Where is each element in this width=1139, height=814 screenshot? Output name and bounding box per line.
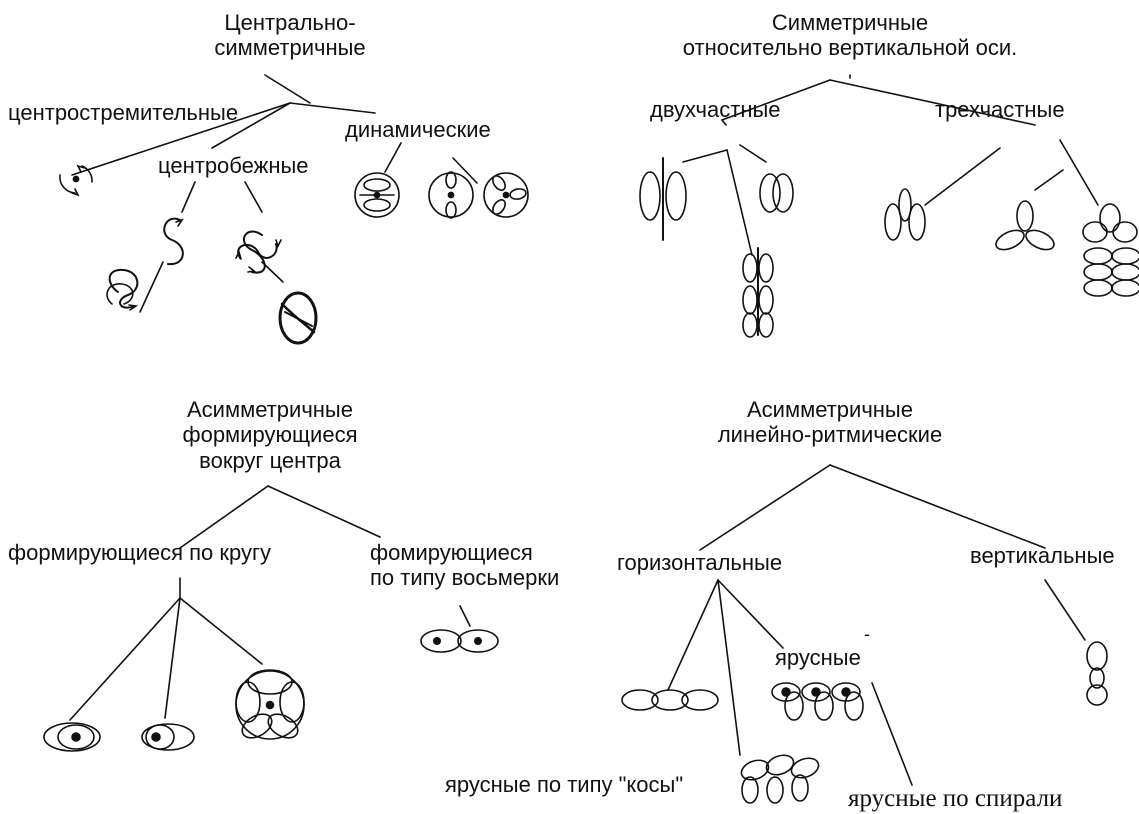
tiered-mark: - bbox=[864, 624, 870, 645]
circle-formed-rosette-motif-icon bbox=[236, 670, 304, 743]
central-title-line1: Центрально- bbox=[180, 10, 400, 35]
asym-center-tree-lines bbox=[70, 486, 470, 720]
circle-formed-oval-motif-1-icon bbox=[44, 723, 100, 751]
figure-eight-motif-icon bbox=[421, 630, 498, 652]
asym-center-title-line2: формирующиеся bbox=[160, 422, 380, 447]
vertical-label: вертикальные bbox=[970, 543, 1115, 568]
central-title: Центрально- симметричные bbox=[180, 10, 400, 61]
centripetal-motif-icon bbox=[60, 166, 92, 195]
centrifugal-s-motif-icon bbox=[164, 219, 183, 265]
spiral-tiered-label: ярусные по спирали bbox=[848, 785, 1062, 814]
centrifugal-label: центробежные bbox=[158, 153, 309, 178]
braid-tiered-label: ярусные по типу "косы" bbox=[445, 772, 683, 797]
asym-center-title-line1: Асимметричные bbox=[160, 397, 380, 422]
circle-formed-oval-motif-2-icon bbox=[142, 724, 194, 750]
vertical-axis-title-line1: Симметричные bbox=[650, 10, 1050, 35]
central-title-line2: симметричные bbox=[180, 35, 400, 60]
three-part-cluster-motif-icon bbox=[1083, 204, 1139, 296]
three-part-trefoil-motif-icon bbox=[993, 201, 1057, 254]
braid-tiered-motif-icon bbox=[739, 752, 821, 803]
horizontal-label: горизонтальные bbox=[617, 550, 782, 575]
figure-eight-label-line1: фомирующиеся bbox=[370, 540, 559, 565]
figure-eight-label: фомирующиеся по типу восьмерки bbox=[370, 540, 559, 591]
asym-center-title: Асимметричные формирующиеся вокруг центр… bbox=[160, 397, 380, 473]
two-part-stacked-motif-icon bbox=[743, 248, 773, 337]
vertical-axis-title-line2: относительно вертикальной оси. bbox=[650, 35, 1050, 60]
three-part-label: трехчастные bbox=[935, 97, 1065, 122]
centripetal-label: центростремительные bbox=[8, 100, 238, 125]
two-part-label: двухчастные bbox=[650, 97, 781, 122]
dynamic-circle-motif-2-icon bbox=[429, 172, 473, 218]
horizontal-chain-motif-icon bbox=[622, 690, 718, 710]
tiered-label: ярусные bbox=[775, 645, 861, 670]
circle-formed-label: формирующиеся по кругу bbox=[8, 540, 271, 565]
two-part-split-motif-icon bbox=[640, 158, 686, 240]
centrifugal-double-s-motif-icon bbox=[107, 270, 137, 310]
two-part-joined-motif-icon bbox=[760, 174, 793, 212]
centrifugal-pinwheel-motif-icon bbox=[236, 232, 281, 273]
centrifugal-oval-motif-icon bbox=[280, 293, 316, 343]
tiered-motif-icon bbox=[772, 683, 863, 720]
asym-linear-title-line2: линейно-ритмические bbox=[700, 422, 960, 447]
vertical-stack-motif-icon bbox=[1087, 642, 1107, 705]
dynamic-label: динамические bbox=[345, 117, 491, 142]
asym-linear-title: Асимметричные линейно-ритмические bbox=[700, 397, 960, 448]
asym-linear-tree-lines bbox=[668, 465, 1085, 785]
three-part-tulip-motif-icon bbox=[885, 189, 925, 240]
asym-center-title-line3: вокруг центра bbox=[160, 448, 380, 473]
figure-eight-label-line2: по типу восьмерки bbox=[370, 565, 559, 590]
dynamic-circle-motif-3-icon bbox=[484, 173, 528, 217]
dynamic-circle-motif-1-icon bbox=[355, 173, 399, 217]
vertical-axis-title: Симметричные относительно вертикальной о… bbox=[650, 10, 1050, 61]
asym-linear-title-line1: Асимметричные bbox=[700, 397, 960, 422]
